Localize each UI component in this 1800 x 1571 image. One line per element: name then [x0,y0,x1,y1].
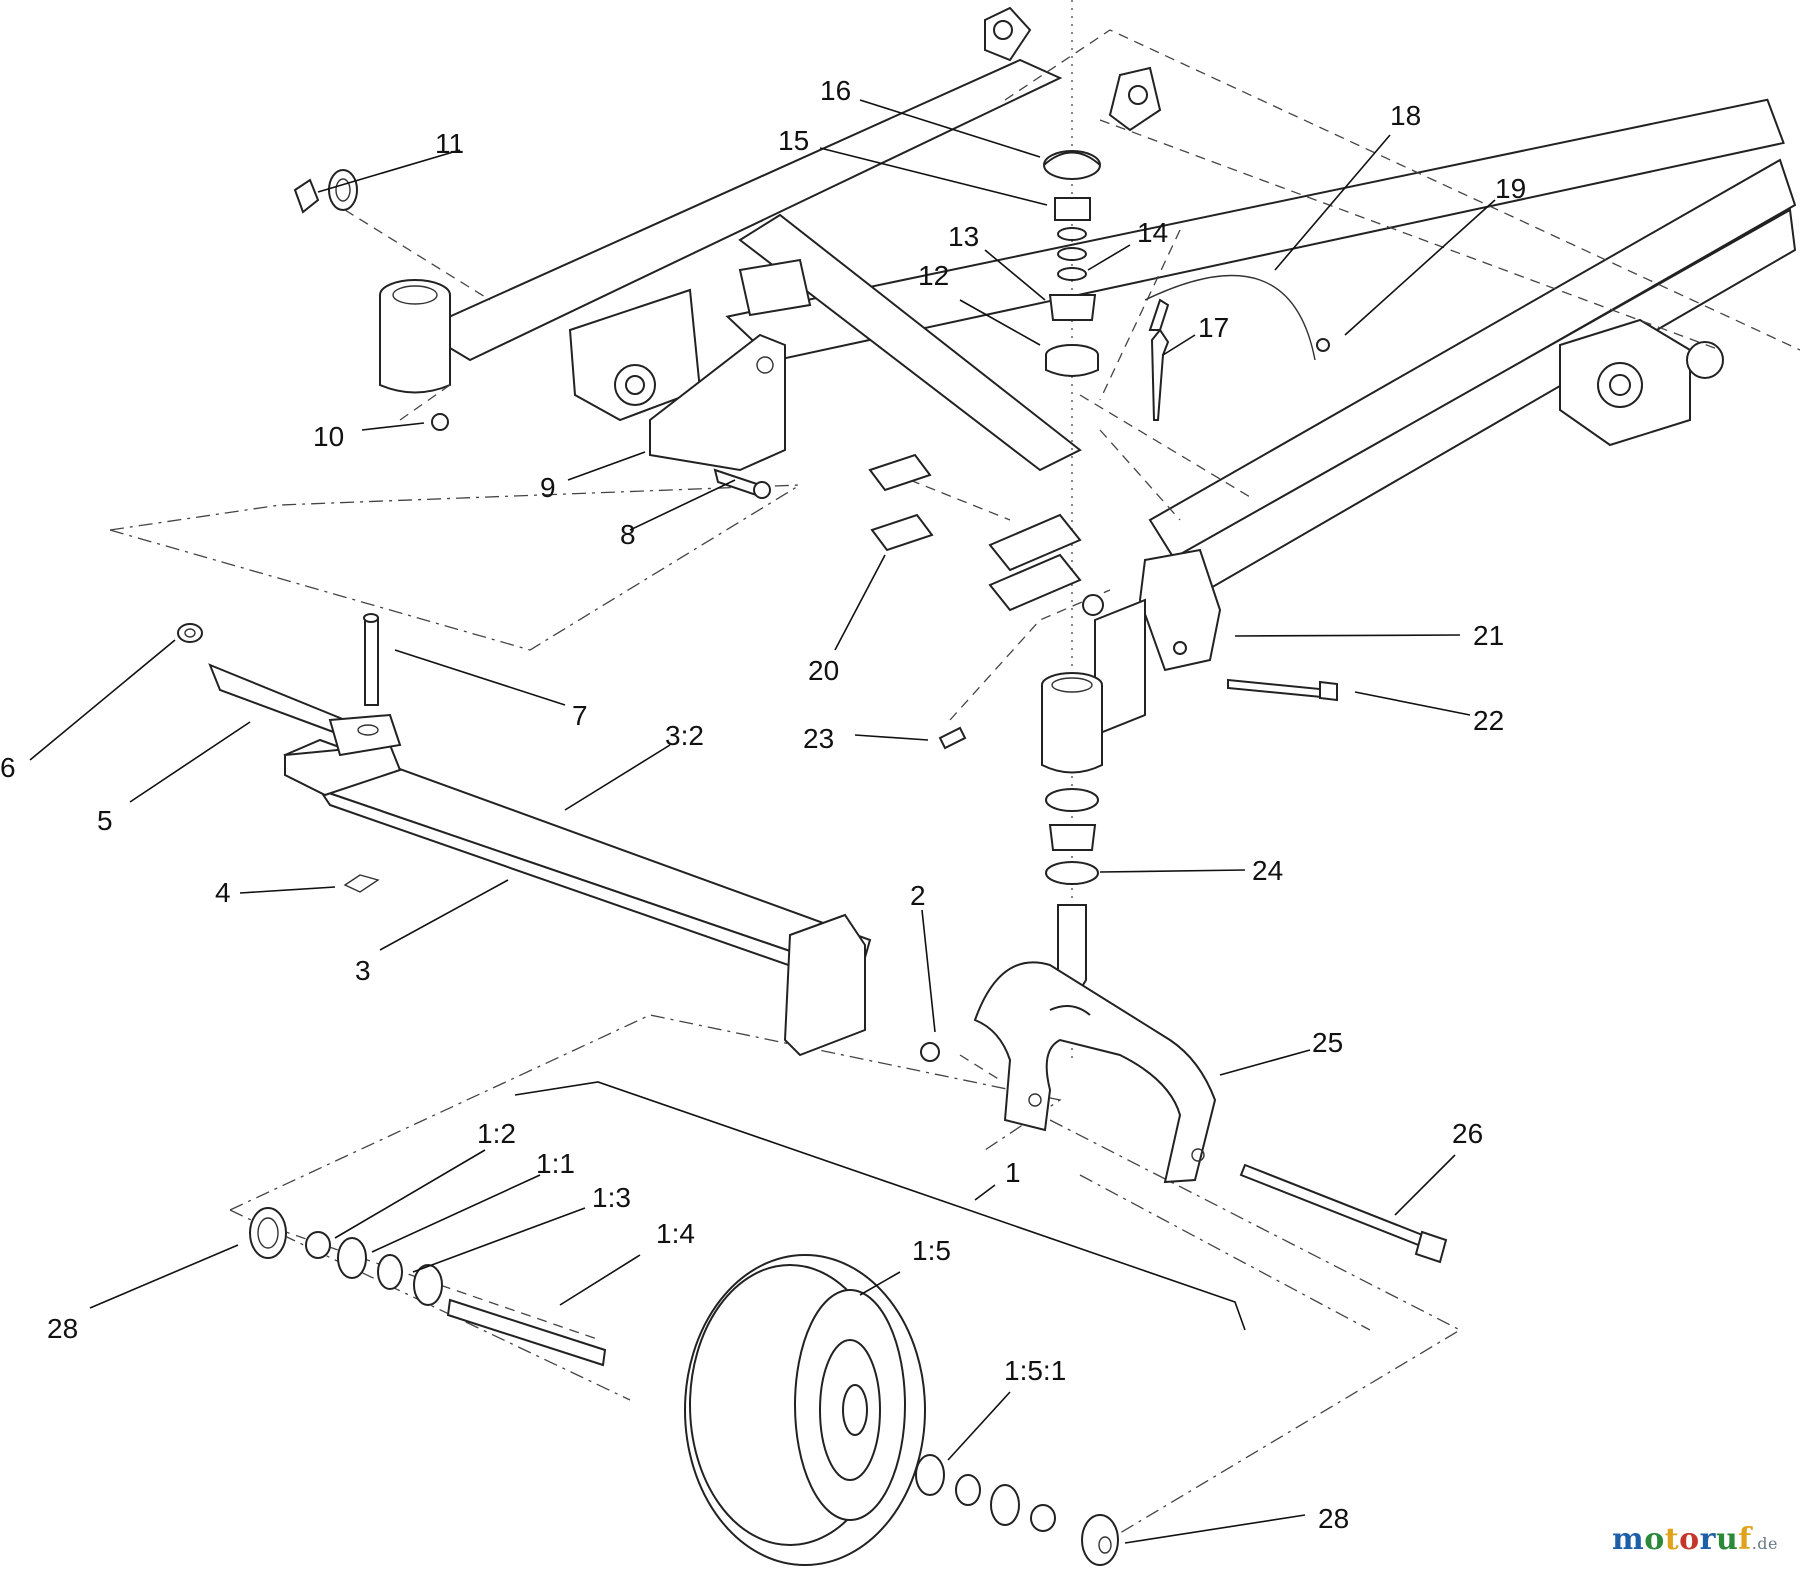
callout-2: 2 [910,880,926,911]
callout-28-right: 28 [1318,1503,1349,1534]
watermark-letter: o [1644,1522,1665,1557]
caster-fork [973,961,1217,1184]
callout-9: 9 [540,472,556,503]
shims [868,453,934,552]
watermark-letter: u [1715,1522,1739,1557]
hardware-left [293,169,771,499]
callout-3: 3 [355,955,371,986]
caster-arm [177,613,872,1057]
callout-1-1: 1:1 [536,1148,575,1179]
main-frame [379,6,1797,602]
spindle-stack [1043,150,1101,377]
watermark-letter: r [1699,1522,1716,1557]
callout-3-2: 3:2 [665,720,704,751]
callout-15: 15 [778,125,809,156]
callout-1: 1 [1005,1157,1021,1188]
callout-8: 8 [620,519,636,550]
callout-26: 26 [1452,1118,1483,1149]
callout-17: 17 [1198,312,1229,343]
callout-18: 18 [1390,100,1421,131]
callout-1-4: 1:4 [656,1218,695,1249]
callout-25: 25 [1312,1027,1343,1058]
callout-10: 10 [313,421,344,452]
fork-neck [1049,1005,1091,1016]
callout-22: 22 [1473,705,1504,736]
watermark-letter: t [1664,1522,1680,1557]
callout-1-5-1: 1:5:1 [1004,1355,1066,1386]
callout-13: 13 [948,221,979,252]
axle-bolt [1239,1163,1432,1250]
caster-mount [988,513,1222,774]
leader-lines [29,99,1496,1544]
callout-12: 12 [918,260,949,291]
lanyard-pin [1144,274,1330,421]
watermark-letter: f [1738,1522,1752,1557]
callout-28-left: 28 [47,1313,78,1344]
bolt-23 [938,726,967,750]
bolt-22-head [1319,680,1338,702]
lower-bearings [1045,788,1099,991]
group-1-bracket [514,1081,1246,1331]
nut-2 [920,1042,940,1062]
watermark-letter: m [1612,1522,1645,1557]
callout-16: 16 [820,75,851,106]
callout-24: 24 [1252,855,1283,886]
callout-1-3: 1:3 [592,1182,631,1213]
callout-20: 20 [808,655,839,686]
callout-14: 14 [1137,217,1168,248]
callout-11: 11 [435,128,464,159]
callout-19: 19 [1495,173,1526,204]
callout-23: 23 [803,723,834,754]
callout-6: 6 [0,752,16,783]
motoruf-watermark: motoruf.de [1612,1522,1778,1557]
callout-5: 5 [97,805,113,836]
watermark-letter: o [1679,1522,1700,1557]
callout-21: 21 [1473,620,1504,651]
bolt-22 [1227,678,1334,700]
callouts: 16 15 11 18 19 13 14 12 17 10 9 8 20 21 … [0,75,1526,1534]
watermark-suffix: .de [1751,1534,1778,1553]
wheel-assembly [249,1207,1119,1566]
callout-4: 4 [215,877,231,908]
callout-7: 7 [572,700,588,731]
callout-1-5: 1:5 [912,1235,951,1266]
callout-1-2: 1:2 [477,1118,516,1149]
